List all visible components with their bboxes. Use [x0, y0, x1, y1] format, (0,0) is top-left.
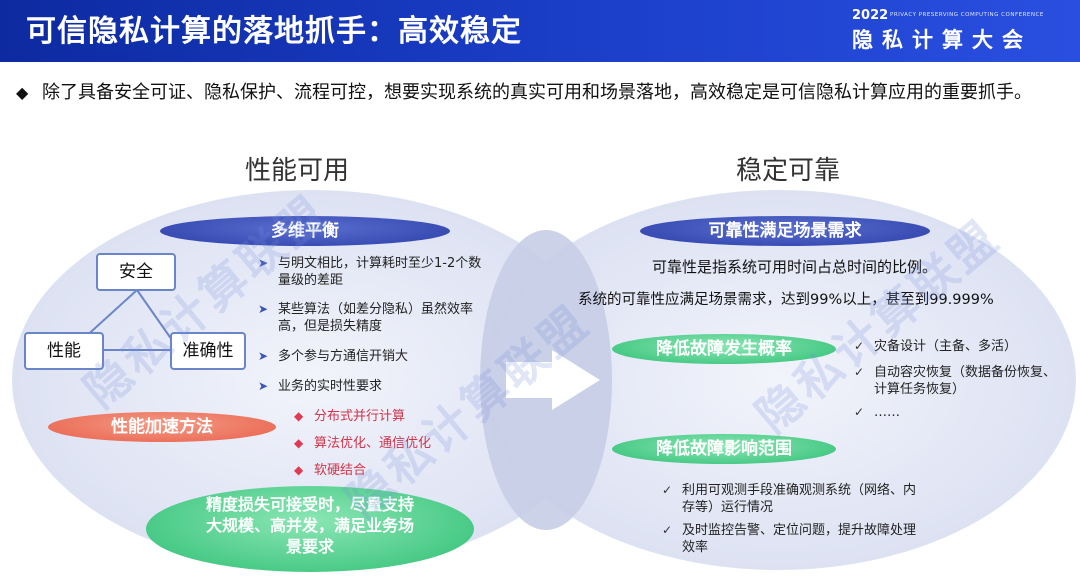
right-arrow-icon	[552, 350, 600, 410]
diamond-icon: ◆	[294, 436, 304, 450]
accuracy-box: 准确性	[170, 332, 246, 370]
arrow-shaft	[506, 362, 556, 398]
section-title-performance: 性能可用	[245, 156, 350, 186]
diamond-icon: ◆	[294, 463, 304, 477]
intro-paragraph: ◆ 除了具备安全可证、隐私保护、流程可控，想要实现系统的真实可用和场景落地，高效…	[16, 78, 1066, 108]
method-item: ◆ 软硬结合	[294, 463, 367, 478]
conference-name: 隐私计算大会	[852, 28, 1032, 52]
precision-tradeoff-label: 精度损失可接受时，尽量支持大规模、高并发，满足业务场景要求	[146, 486, 474, 572]
check-icon: ✓	[854, 339, 865, 353]
chevron-right-icon: ➤	[258, 256, 269, 270]
speedup-methods-label: 性能加速方法	[48, 412, 276, 442]
chevron-right-icon: ➤	[258, 302, 269, 316]
safety-box: 安全	[96, 253, 176, 291]
check-item: ✓ 利用可观测手段准确观测系统（网络、内存等）运行情况	[662, 483, 917, 515]
multi-balance-label: 多维平衡	[160, 216, 450, 246]
reliability-requirement-label: 可靠性满足场景需求	[640, 216, 930, 246]
check-icon: ✓	[662, 523, 673, 537]
performance-box: 性能	[24, 332, 104, 370]
list-item: ➤ 多个参与方通信开销大	[258, 349, 409, 364]
check-item: ✓ ……	[854, 405, 900, 420]
list-item: ➤ 与明文相比，计算耗时至少1-2个数量级的差距	[258, 256, 482, 288]
check-item: ✓ 自动容灾恢复（数据备份恢复、计算任务恢复）	[854, 365, 1057, 397]
check-item: ✓ 及时监控告警、定位问题，提升故障处理效率	[662, 523, 917, 555]
header-bar: 可信隐私计算的落地抓手：高效稳定 2022 PRIVACY PRESERVING…	[0, 0, 1080, 62]
check-icon: ✓	[854, 365, 865, 379]
conference-year: 2022	[852, 8, 889, 23]
chevron-right-icon: ➤	[258, 349, 269, 363]
intro-text: 除了具备安全可证、隐私保护、流程可控，想要实现系统的真实可用和场景落地，高效稳定…	[42, 82, 1032, 103]
reduce-failure-impact-label: 降低故障影响范围	[612, 434, 836, 464]
reliability-requirement: 系统的可靠性应满足场景需求，达到99%以上，甚至到99.999%	[578, 292, 994, 308]
list-item: ➤ 某些算法（如差分隐私）虽然效率高，但是损失精度	[258, 302, 474, 334]
section-title-stability: 稳定可靠	[736, 156, 841, 186]
diamond-icon: ◆	[294, 409, 304, 423]
method-item: ◆ 算法优化、通信优化	[294, 436, 432, 451]
triangle-connector-icon	[81, 289, 173, 351]
list-item: ➤ 业务的实时性要求	[258, 379, 383, 394]
check-icon: ✓	[662, 483, 673, 497]
page-title: 可信隐私计算的落地抓手：高效稳定	[26, 14, 522, 49]
lower-failure-probability-label: 降低故障发生概率	[612, 334, 836, 364]
check-item: ✓ 灾备设计（主备、多活）	[854, 339, 1018, 354]
diamond-bullet-icon: ◆	[16, 83, 29, 102]
chevron-right-icon: ➤	[258, 379, 269, 393]
check-icon: ✓	[854, 405, 865, 419]
method-item: ◆ 分布式并行计算	[294, 409, 406, 424]
reliability-definition: 可靠性是指系统可用时间占总时间的比例。	[652, 258, 938, 276]
conference-subtitle: PRIVACY PRESERVING COMPUTING CONFERENCE	[890, 12, 1044, 18]
